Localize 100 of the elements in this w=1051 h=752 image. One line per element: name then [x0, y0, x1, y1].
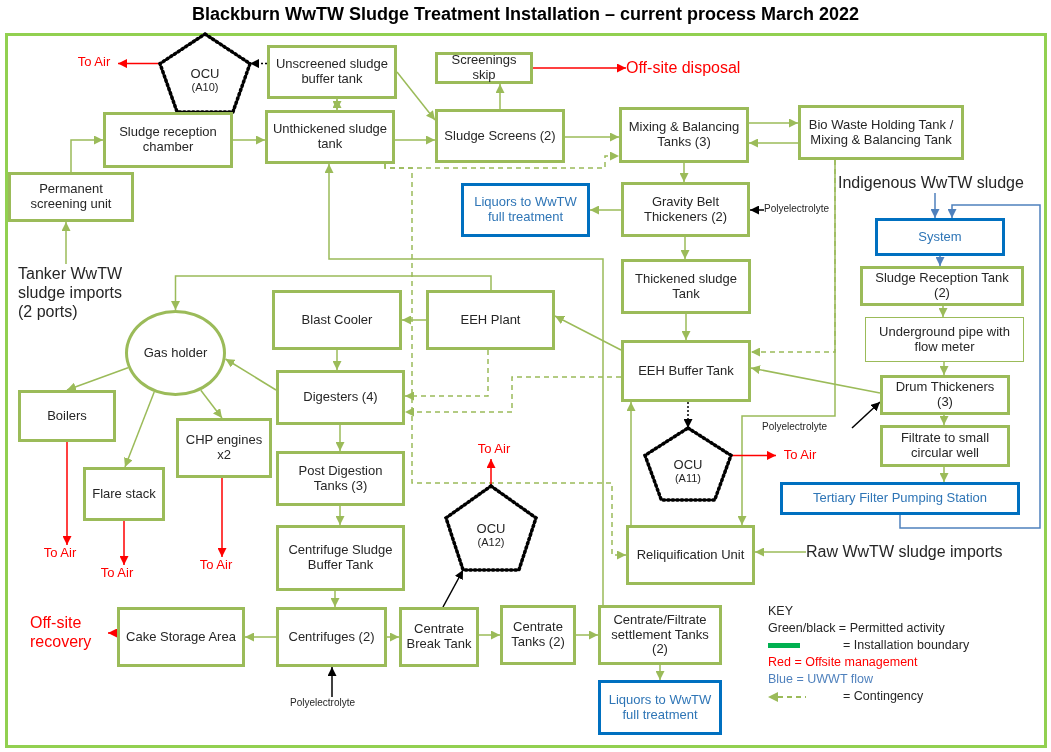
- ellipse-label: Gas holder: [143, 345, 208, 361]
- treatment-box: [780, 482, 1020, 515]
- box-label: Reliquification Unit: [636, 547, 745, 563]
- flow-arrow: [750, 159, 836, 357]
- flow-arrow: [335, 505, 345, 526]
- flow-arrow: [730, 450, 777, 460]
- flow-arrow: [404, 349, 489, 401]
- flow-arrow: [404, 376, 622, 417]
- box-label: Mixing & Balancing Tanks (3): [627, 120, 741, 150]
- process-box: [619, 107, 749, 163]
- flow-arrow: [626, 401, 636, 526]
- box-label: Centrifuge Sludge Buffer Tank: [287, 543, 394, 573]
- flow-arrow: [332, 349, 342, 371]
- flow-arrow: [61, 221, 71, 265]
- box-label: EEH Buffer Tank: [638, 363, 734, 379]
- pentagon-label: (A10): [191, 81, 219, 95]
- legend-text: Blue = UWWT flow: [768, 671, 873, 688]
- box-label: Tertiary Filter Pumping Station: [812, 491, 988, 506]
- flow-arrow: [939, 361, 949, 376]
- flow-arrow: [124, 391, 155, 468]
- legend-text: = Installation boundary: [843, 637, 970, 654]
- flow-arrow: [935, 255, 945, 267]
- flow-arrow: [554, 315, 622, 351]
- pentagon-label: OCU: [190, 65, 220, 82]
- flow-arrow: [335, 424, 345, 452]
- process-box: [276, 370, 405, 425]
- box-label: Cake Storage Area: [126, 629, 236, 645]
- legend-text: Red = Offsite management: [768, 654, 918, 671]
- flow-arrow: [564, 132, 620, 142]
- box-label: Permanent screening unit: [29, 182, 113, 212]
- flow-arrow: [589, 205, 622, 215]
- annotation-text: To Air: [70, 54, 118, 72]
- pentagon-label: OCU: [673, 456, 703, 473]
- flow-arrow: [324, 163, 604, 606]
- box-label: Underground pipe with flow meter: [878, 324, 1011, 355]
- flow-arrow: [748, 118, 799, 128]
- process-box: [276, 451, 405, 506]
- key-heading: KEY: [768, 603, 794, 620]
- process-box: [435, 109, 565, 163]
- process-box: [18, 390, 116, 442]
- flow-arrow: [680, 236, 690, 260]
- annotation-text: To Air: [470, 441, 518, 459]
- treatment-box: [598, 680, 722, 735]
- treatment-box: [461, 183, 590, 237]
- flow-arrow: [486, 458, 496, 487]
- process-box: [426, 290, 555, 350]
- box-label: Centrate/Filtrate settlement Tanks (2): [610, 612, 710, 658]
- flow-arrow: [330, 590, 340, 608]
- flow-arrow: [119, 520, 129, 566]
- process-box: [500, 605, 576, 665]
- box-label: Digesters (4): [303, 390, 378, 405]
- flow-arrow: [384, 163, 627, 560]
- flow-arrow: [62, 441, 72, 546]
- box-label: Unthickened sludge tank: [271, 122, 389, 152]
- flow-arrow: [655, 664, 665, 681]
- box-label: Sludge Screens (2): [444, 128, 556, 144]
- flow-arrow: [575, 630, 599, 640]
- box-label: Centrifuges (2): [288, 629, 375, 645]
- process-box: [276, 525, 405, 591]
- annotation-text: Off-site recovery: [30, 613, 108, 657]
- process-box: [176, 418, 272, 478]
- flow-arrow: [939, 414, 949, 426]
- annotation-text: Tanker WwTW sludge imports (2 ports): [18, 264, 132, 352]
- flow-arrow: [442, 569, 464, 608]
- flow-arrow: [401, 315, 427, 325]
- legend-text: = Contingency: [843, 688, 924, 705]
- annotation-text: Indigenous WwTW sludge: [838, 173, 1040, 193]
- annotation-text: Polyelectrolyte: [762, 421, 852, 435]
- pentagon-label: (A11): [674, 472, 702, 486]
- flow-arrow: [200, 389, 223, 419]
- flow-arrow: [117, 59, 161, 69]
- flow-arrow: [332, 98, 342, 111]
- box-label: Bio Waste Holding Tank / Mixing & Balancing Tank: [807, 117, 955, 148]
- process-box: [272, 290, 402, 350]
- flow-arrow: [938, 305, 948, 318]
- box-label: Blast Cooler: [301, 312, 373, 328]
- diagram-title: Blackburn WwTW Sludge Treatment Installation – current process March 2022: [190, 4, 861, 25]
- process-box: [267, 45, 397, 99]
- box-label: Centrate Break Tank: [405, 622, 473, 652]
- flow-arrow: [681, 313, 691, 341]
- box-label: Centrate Tanks (2): [510, 620, 566, 650]
- flow-arrow: [70, 135, 104, 173]
- flow-arrow: [679, 162, 689, 183]
- flow-arrow: [249, 59, 268, 69]
- process-box: [598, 605, 722, 665]
- flow-arrow: [754, 547, 807, 557]
- flow-arrow: [327, 666, 337, 698]
- flow-arrow: [478, 630, 501, 640]
- treatment-box: [875, 218, 1005, 256]
- process-box: [276, 607, 387, 667]
- process-box: [117, 607, 245, 667]
- flow-arrow: [224, 358, 277, 391]
- flow-arrow: [217, 477, 227, 558]
- flow-arrow: [930, 192, 940, 219]
- box-label: System: [918, 229, 962, 245]
- flow-arrow: [532, 63, 627, 73]
- box-label: Screenings skip: [450, 53, 518, 83]
- flow-arrow: [683, 401, 693, 429]
- annotation-text: Polyelectrolyte: [764, 203, 832, 217]
- box-label: Drum Thickeners (3): [894, 380, 996, 410]
